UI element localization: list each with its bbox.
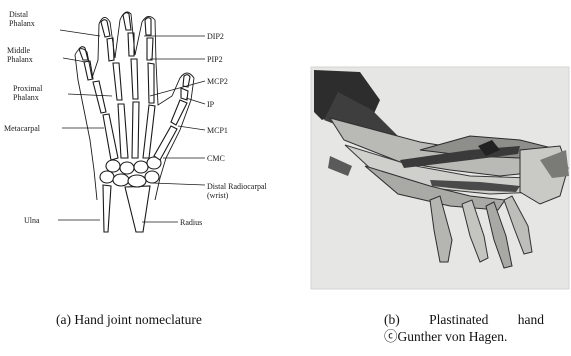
label-radius: Radius [180,218,202,227]
label-ip: IP [207,100,215,109]
label-middle-phalanx-line1: Middle [7,46,31,55]
label-mcp2: MCP2 [207,77,228,86]
caption-b-word-1: (b) [384,311,400,328]
caption-b-line1: (b) Plastinated hand [384,311,544,328]
left-labels: Distal Phalanx Middle Phalanx Proximal P… [4,10,43,225]
metacarpal-bones [103,102,177,160]
label-metacarpal: Metacarpal [4,124,41,133]
label-dip2: DIP2 [207,32,224,41]
caption-b-line2: ⓒGunther von Hagen. [384,328,564,345]
label-ulna: Ulna [24,216,40,225]
ulna-bone [103,185,111,232]
label-proximal-phalanx-line2: Phalanx [13,93,39,102]
label-mcp1: MCP1 [207,126,228,135]
caption-a: (a) Hand joint nomeclature [56,311,276,328]
carpal-bones [100,157,161,187]
caption-b-word-2: Plastinated [429,311,488,328]
label-distal-phalanx-line2: Phalanx [9,19,35,28]
right-labels: DIP2 PIP2 MCP2 IP MCP1 CMC Distal Radioc… [180,32,268,227]
label-distal-radiocarpal-line2: (wrist) [207,191,229,200]
label-pip2: PIP2 [207,55,223,64]
caption-b: (b) Plastinated hand ⓒGunther von Hagen. [384,311,564,345]
label-distal-phalanx-line1: Distal [9,10,29,19]
plastinated-hand-photo [311,67,569,289]
caption-b-word-3: hand [518,311,544,328]
label-middle-phalanx-line2: Phalanx [7,55,33,64]
radius-bone [125,186,150,232]
label-proximal-phalanx-line1: Proximal [13,84,43,93]
label-distal-radiocarpal-line1: Distal Radiocarpal [207,182,268,191]
label-cmc: CMC [207,154,225,163]
hand-skeleton-diagram [75,12,194,232]
